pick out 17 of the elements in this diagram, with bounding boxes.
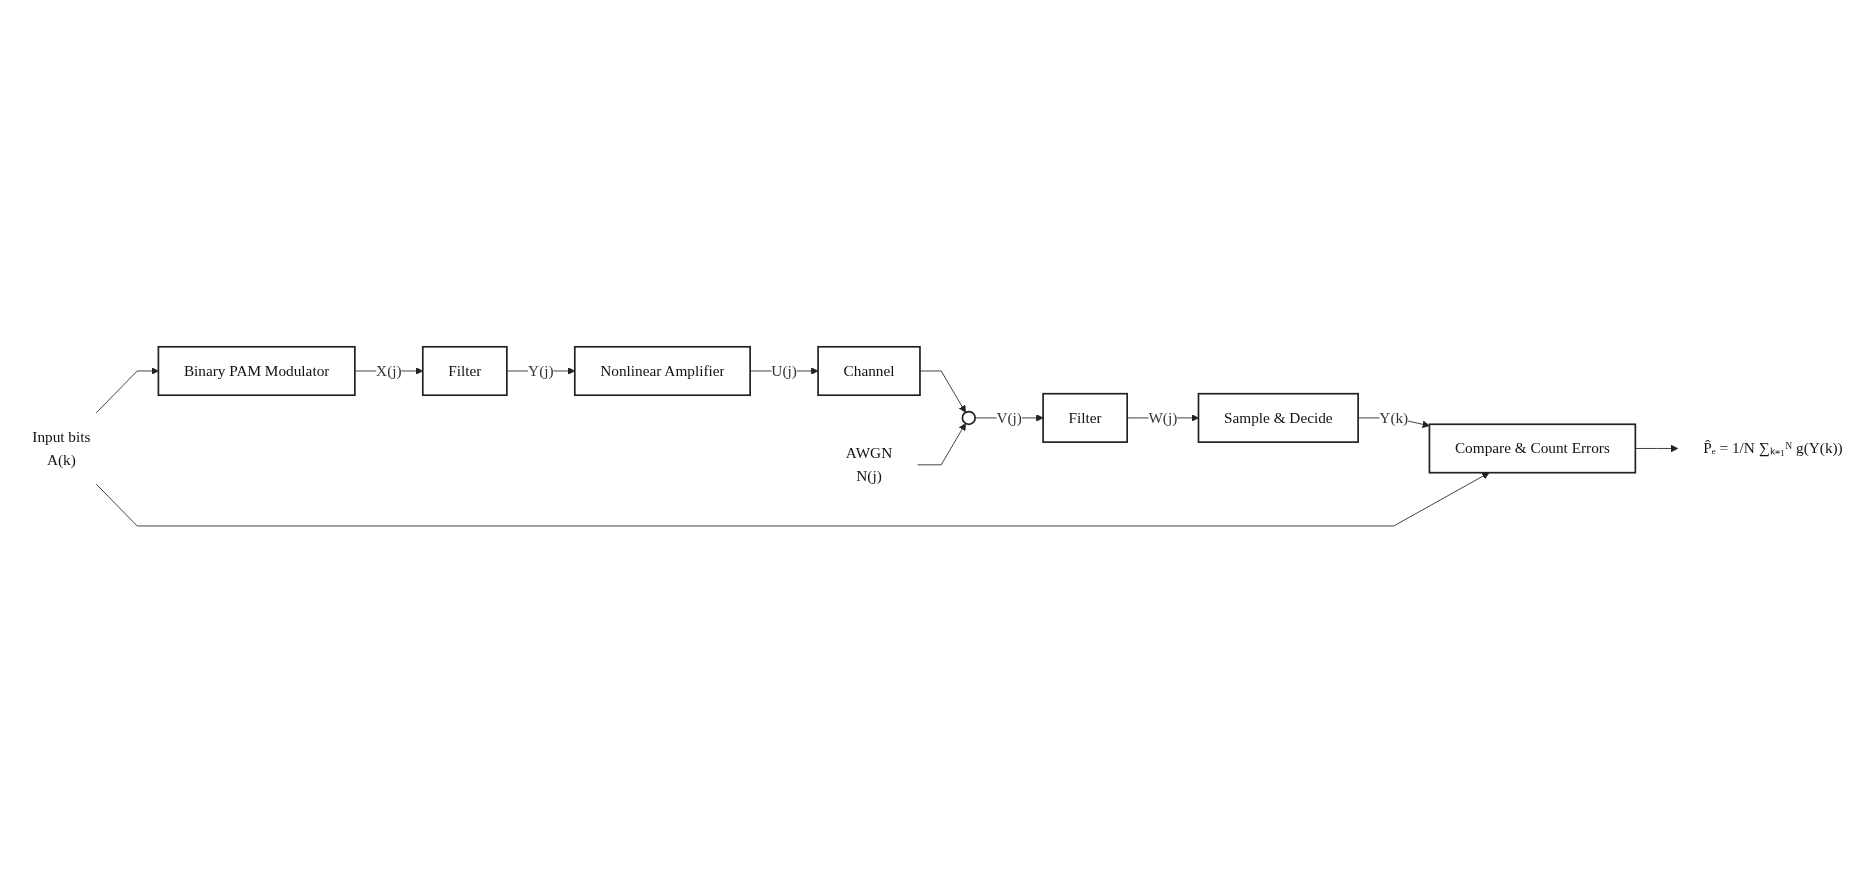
- edge-label: V(j): [996, 409, 1022, 427]
- edge-label: Y(k): [1379, 409, 1409, 427]
- node-box: Channel: [817, 346, 921, 397]
- node-text: Input bits A(k): [32, 428, 91, 469]
- node-text: P̂ₑ = 1/N ∑ₖ₌₁ᴺ g(Y(k)): [1703, 439, 1843, 457]
- edge-label: Y(j): [528, 362, 554, 380]
- node-text: AWGN N(j): [845, 444, 893, 485]
- node-box: Filter: [1042, 392, 1128, 444]
- edge-label: X(j): [376, 362, 402, 380]
- edge-label: W(j): [1148, 409, 1178, 427]
- node-circle: [961, 410, 976, 426]
- edge-label: U(j): [771, 362, 797, 380]
- node-box: Filter: [421, 346, 508, 397]
- node-box: Compare & Count Errors: [1428, 423, 1637, 474]
- node-box: Sample & Decide: [1197, 392, 1359, 444]
- node-box: Binary PAM Modulator: [157, 346, 356, 397]
- node-box: Nonlinear Amplifier: [573, 346, 751, 397]
